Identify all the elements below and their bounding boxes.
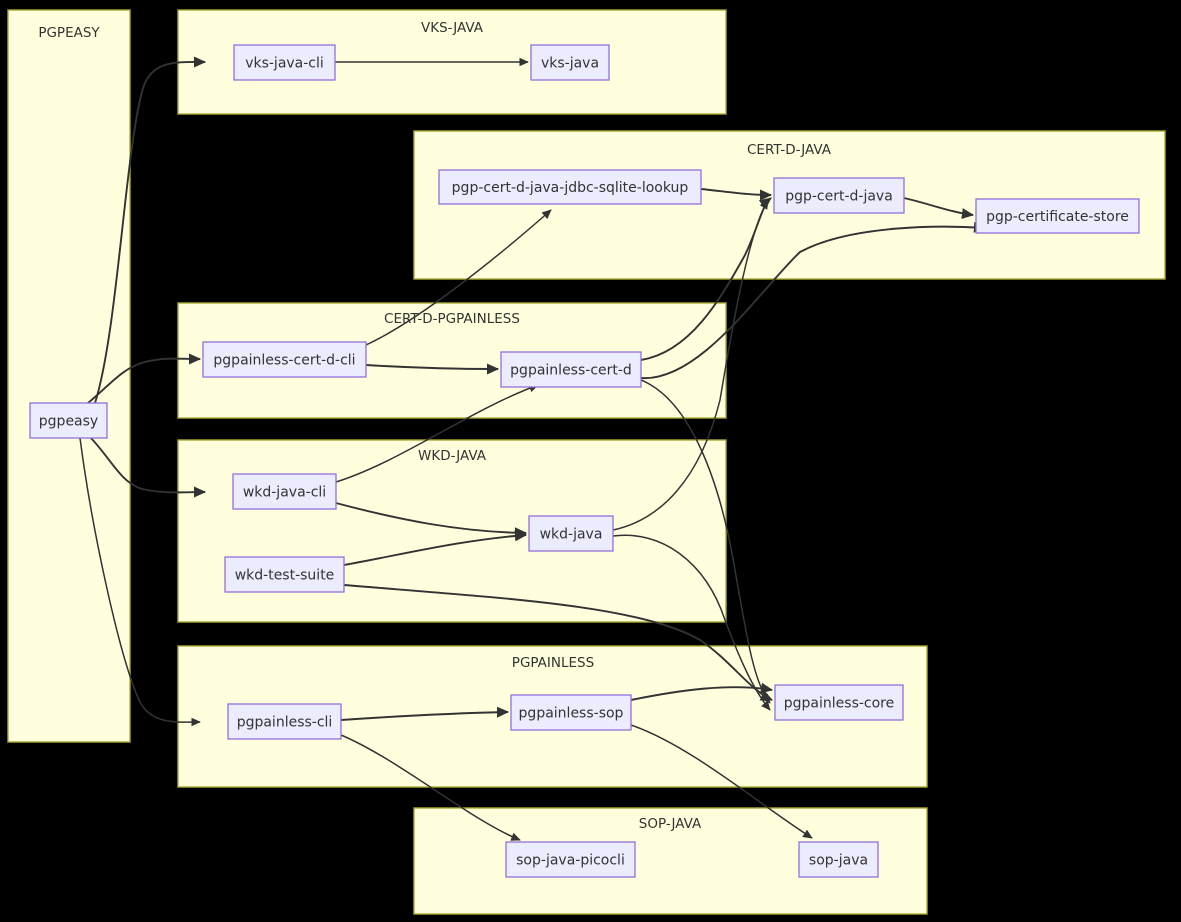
node-pgp-cert-d-java-jdbc-sqlite-lookup[interactable]: pgp-cert-d-java-jdbc-sqlite-lookup [438, 169, 702, 205]
edge-pgpeasy-to-pgpainless-cli [79, 437, 201, 727]
edge-wkd-test-suite-to-pgpainless-core [343, 584, 774, 701]
node-sop-java[interactable]: sop-java [798, 841, 879, 878]
cluster-title: WKD-JAVA [418, 448, 487, 464]
edge-pgpainless-cert-d-cli-to-pgp-cert-d-java-jdbc-sqlite-lookup [365, 209, 552, 346]
node-vks-java[interactable]: vks-java [530, 44, 610, 81]
node-label: wkd-test-suite [235, 568, 335, 584]
node-pgp-certificate-store[interactable]: pgp-certificate-store [975, 198, 1140, 234]
cluster-title: VKS-JAVA [421, 20, 484, 36]
node-rect[interactable] [202, 341, 367, 378]
node-pgpainless-cert-d[interactable]: pgpainless-cert-d [500, 351, 642, 388]
node-rect[interactable] [510, 694, 632, 731]
node-pgpainless-sop[interactable]: pgpainless-sop [510, 694, 632, 731]
node-rect[interactable] [774, 684, 904, 721]
edge-pgpainless-cert-d-cli-to-pgpainless-cert-d [365, 363, 500, 375]
cluster-title: PGPAINLESS [512, 655, 594, 671]
node-rect[interactable] [500, 351, 642, 388]
node-wkd-test-suite[interactable]: wkd-test-suite [224, 556, 345, 593]
edge-pgpeasy-to-vks-java-cli [94, 56, 207, 404]
node-label: sop-java-picocli [516, 853, 625, 869]
cluster-title: CERT-D-JAVA [747, 142, 832, 158]
node-rect[interactable] [528, 515, 614, 552]
edge-pgpeasy-to-wkd-java-cli [89, 436, 207, 498]
node-rect[interactable] [505, 841, 636, 878]
node-rect[interactable] [232, 473, 337, 510]
cluster-pgpeasy: PGPEASY [7, 9, 131, 743]
edge-pgpainless-cli-to-sop-java-picocli [340, 734, 521, 841]
node-label: vks-java-cli [245, 56, 324, 72]
edge-wkd-java-cli-to-pgpainless-cert-d [335, 383, 539, 483]
node-label: pgpainless-sop [519, 706, 624, 722]
edge-wkd-test-suite-to-wkd-java [343, 530, 528, 566]
node-label: vks-java [541, 56, 599, 72]
node-label: pgpeasy [39, 414, 98, 430]
node-label: pgpainless-cli [237, 715, 333, 731]
node-label: pgp-certificate-store [986, 209, 1129, 225]
cluster-title: CERT-D-PGPAINLESS [384, 311, 520, 327]
edge-wkd-java-to-pgp-cert-d-java [612, 199, 769, 531]
cluster-title: SOP-JAVA [639, 816, 702, 832]
node-rect[interactable] [233, 44, 336, 81]
clusters-layer: PGPEASY VKS-JAVA CERT-D-JAVA CERT-D-PGPAINL… [7, 9, 1166, 915]
edge-pgpainless-sop-to-pgpainless-core [630, 682, 774, 701]
edge-pgpainless-sop-to-sop-java [630, 724, 813, 839]
edges-layer [79, 56, 987, 841]
node-pgpainless-cli[interactable]: pgpainless-cli [227, 703, 342, 740]
node-rect[interactable] [773, 177, 905, 214]
edge-pgpainless-cert-d-to-pgpainless-core [640, 379, 771, 704]
node-pgpainless-core[interactable]: pgpainless-core [774, 684, 904, 721]
cluster-rect [7, 9, 131, 743]
node-wkd-java[interactable]: wkd-java [528, 515, 614, 552]
node-rect[interactable] [798, 841, 879, 878]
node-sop-java-picocli[interactable]: sop-java-picocli [505, 841, 636, 878]
node-rect[interactable] [438, 169, 702, 205]
node-label: pgpainless-core [784, 696, 894, 712]
node-label: wkd-java [540, 527, 603, 543]
node-label: pgpainless-cert-d-cli [213, 353, 355, 369]
edge-pgpainless-cli-to-pgpainless-sop [340, 706, 510, 721]
edge-pgpeasy-to-pgpainless-cert-d-cli [87, 353, 202, 404]
node-pgpainless-cert-d-cli[interactable]: pgpainless-cert-d-cli [202, 341, 367, 378]
edge-wkd-java-cli-to-wkd-java [335, 502, 528, 539]
node-rect[interactable] [975, 198, 1140, 234]
node-label: pgp-cert-d-java-jdbc-sqlite-lookup [452, 180, 689, 196]
node-pgpeasy[interactable]: pgpeasy [29, 402, 108, 439]
node-vks-java-cli[interactable]: vks-java-cli [233, 44, 336, 81]
node-label: pgp-cert-d-java [785, 189, 893, 205]
node-rect[interactable] [530, 44, 610, 81]
node-rect[interactable] [227, 703, 342, 740]
cluster-title: PGPEASY [38, 25, 100, 41]
edge-wkd-java-to-pgpainless-core [612, 534, 771, 711]
edge-pgp-cert-d-java-jdbc-sqlite-lookup-to-pgp-cert-d-java [700, 188, 773, 201]
edge-pgpainless-cert-d-to-pgp-certificate-store [640, 221, 987, 379]
node-rect[interactable] [29, 402, 108, 439]
node-label: sop-java [809, 853, 868, 869]
node-label: pgpainless-cert-d [510, 363, 632, 379]
nodes-layer: pgpeasy vks-java-cli vks-java pgp-cert-d-ja… [29, 44, 1140, 878]
node-rect[interactable] [224, 556, 345, 593]
node-wkd-java-cli[interactable]: wkd-java-cli [232, 473, 337, 510]
node-label: wkd-java-cli [243, 485, 326, 501]
node-pgp-cert-d-java[interactable]: pgp-cert-d-java [773, 177, 905, 214]
edge-pgp-cert-d-java-to-pgp-certificate-store [903, 197, 975, 220]
